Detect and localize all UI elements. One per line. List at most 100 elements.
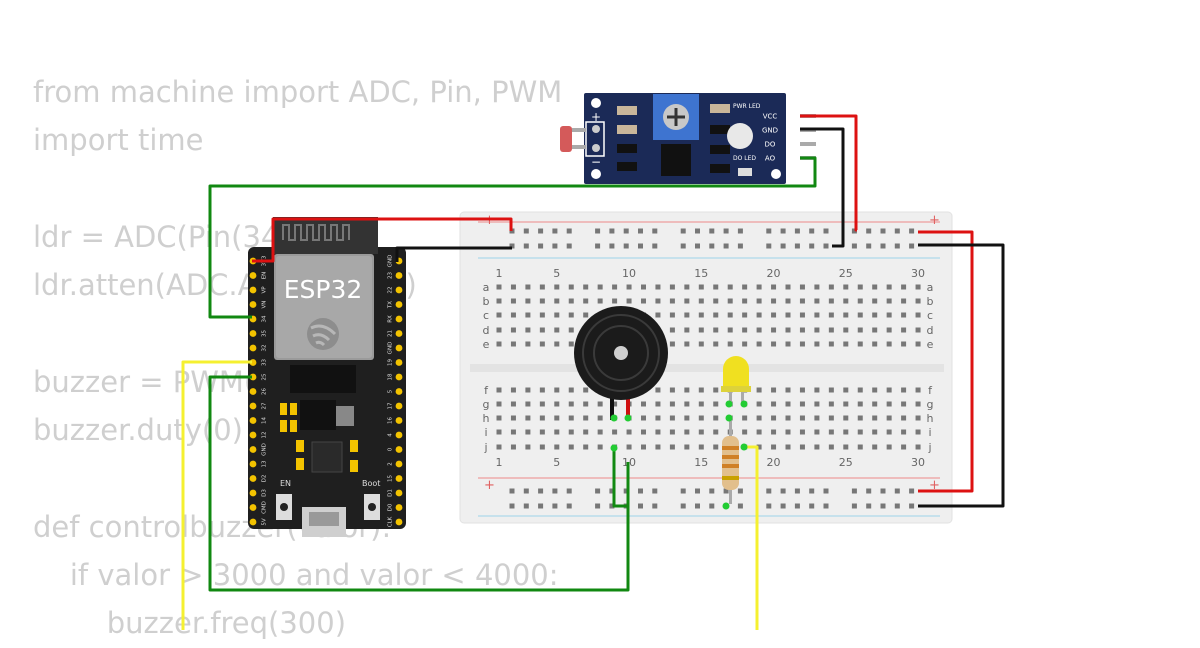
breadboard-hole[interactable]	[510, 312, 516, 318]
breadboard-hole[interactable]	[756, 415, 762, 421]
breadboard-hole[interactable]	[843, 401, 849, 407]
rail-hole[interactable]	[638, 503, 643, 509]
breadboard-hole[interactable]	[756, 298, 762, 304]
esp32-pin[interactable]	[249, 504, 257, 511]
rail-hole[interactable]	[851, 503, 857, 509]
breadboard-hole[interactable]	[771, 401, 777, 407]
rail-hole[interactable]	[894, 228, 900, 234]
breadboard-hole[interactable]	[554, 327, 560, 333]
breadboard-hole[interactable]	[915, 444, 921, 450]
breadboard-hole[interactable]	[539, 415, 545, 421]
breadboard-hole[interactable]	[785, 429, 791, 435]
breadboard-hole[interactable]	[857, 327, 863, 333]
rail-hole[interactable]	[880, 503, 886, 509]
rail-hole[interactable]	[552, 243, 558, 249]
rail-hole[interactable]	[523, 503, 529, 509]
breadboard-hole[interactable]	[641, 298, 646, 304]
esp32-pin[interactable]	[395, 359, 403, 366]
breadboard-hole[interactable]	[496, 444, 502, 450]
breadboard-hole[interactable]	[843, 327, 849, 333]
breadboard-hole[interactable]	[901, 444, 907, 450]
breadboard-hole[interactable]	[756, 429, 762, 435]
breadboard-hole[interactable]	[727, 284, 733, 290]
rail-hole[interactable]	[794, 488, 800, 494]
rail-hole[interactable]	[851, 243, 857, 249]
breadboard-hole[interactable]	[828, 444, 834, 450]
breadboard-hole[interactable]	[857, 298, 863, 304]
breadboard-hole[interactable]	[799, 341, 805, 347]
breadboard-hole[interactable]	[872, 298, 878, 304]
rail-hole[interactable]	[794, 243, 800, 249]
breadboard-hole[interactable]	[568, 341, 574, 347]
breadboard-hole[interactable]	[568, 284, 574, 290]
breadboard-hole[interactable]	[655, 284, 661, 290]
breadboard-hole[interactable]	[669, 415, 675, 421]
breadboard-hole[interactable]	[525, 327, 531, 333]
esp32-pin[interactable]	[395, 330, 403, 337]
breadboard-hole[interactable]	[872, 341, 878, 347]
breadboard-hole[interactable]	[756, 401, 762, 407]
breadboard-hole[interactable]	[814, 312, 820, 318]
breadboard-hole[interactable]	[568, 312, 574, 318]
breadboard-hole[interactable]	[886, 327, 892, 333]
breadboard-hole[interactable]	[713, 327, 719, 333]
breadboard-hole[interactable]	[742, 312, 748, 318]
rail-hole[interactable]	[823, 228, 829, 234]
breadboard-hole[interactable]	[915, 327, 921, 333]
breadboard-hole[interactable]	[886, 284, 892, 290]
breadboard-hole[interactable]	[669, 429, 675, 435]
rail-hole[interactable]	[509, 243, 515, 249]
breadboard-hole[interactable]	[684, 341, 690, 347]
breadboard-hole[interactable]	[814, 341, 820, 347]
breadboard-hole[interactable]	[597, 298, 603, 304]
breadboard-hole[interactable]	[713, 387, 719, 393]
esp32-pin[interactable]	[395, 286, 403, 294]
breadboard-hole[interactable]	[756, 327, 762, 333]
rail-hole[interactable]	[552, 503, 558, 509]
breadboard-hole[interactable]	[698, 312, 704, 318]
breadboard-hole[interactable]	[525, 341, 531, 347]
breadboard-hole[interactable]	[771, 284, 777, 290]
esp32-pin[interactable]	[395, 518, 403, 526]
breadboard-hole[interactable]	[568, 415, 574, 421]
breadboard-hole[interactable]	[583, 415, 589, 421]
breadboard-hole[interactable]	[684, 327, 690, 333]
breadboard-hole[interactable]	[669, 444, 675, 450]
breadboard-hole[interactable]	[828, 387, 834, 393]
breadboard-hole[interactable]	[828, 312, 834, 318]
esp32-board[interactable]: ESP32 EN Boot 3V3ENVPVN34353233252627141…	[248, 217, 406, 537]
breadboard-hole[interactable]	[771, 444, 777, 450]
breadboard-hole[interactable]	[669, 312, 675, 318]
breadboard-hole[interactable]	[828, 341, 834, 347]
breadboard-hole[interactable]	[799, 284, 805, 290]
breadboard-hole[interactable]	[597, 415, 603, 421]
breadboard-hole[interactable]	[539, 387, 545, 393]
rail-hole[interactable]	[909, 243, 915, 249]
breadboard-hole[interactable]	[669, 401, 675, 407]
breadboard-hole[interactable]	[496, 401, 502, 407]
rail-hole[interactable]	[638, 243, 643, 249]
breadboard-hole[interactable]	[698, 341, 704, 347]
rail-hole[interactable]	[652, 488, 658, 494]
rail-hole[interactable]	[595, 243, 601, 249]
rail-hole[interactable]	[609, 488, 615, 494]
breadboard-hole[interactable]	[785, 327, 791, 333]
esp32-pin[interactable]	[249, 446, 257, 453]
breadboard-hole[interactable]	[698, 387, 704, 393]
breadboard-hole[interactable]	[756, 444, 762, 450]
rail-hole[interactable]	[538, 488, 544, 494]
rail-hole[interactable]	[638, 488, 643, 494]
esp32-pin[interactable]	[395, 388, 403, 395]
breadboard-hole[interactable]	[857, 444, 863, 450]
rail-hole[interactable]	[552, 488, 558, 494]
breadboard-hole[interactable]	[771, 341, 777, 347]
breadboard-hole[interactable]	[901, 415, 907, 421]
breadboard-hole[interactable]	[641, 429, 646, 435]
rail-hole[interactable]	[652, 228, 658, 234]
breadboard-hole[interactable]	[915, 312, 921, 318]
rail-hole[interactable]	[538, 503, 544, 509]
breadboard-hole[interactable]	[655, 429, 661, 435]
breadboard-hole[interactable]	[901, 401, 907, 407]
rail-hole[interactable]	[709, 228, 715, 234]
breadboard-hole[interactable]	[785, 341, 791, 347]
